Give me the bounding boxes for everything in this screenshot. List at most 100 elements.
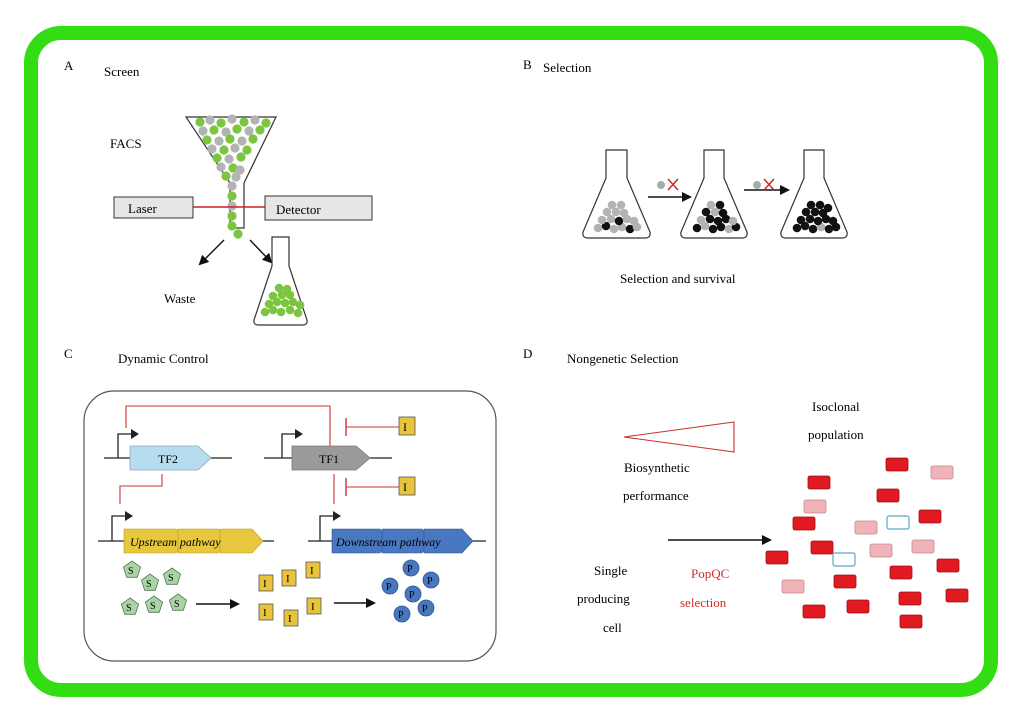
population-cell (803, 499, 827, 514)
population-cell (810, 540, 834, 555)
population-cell (854, 520, 878, 535)
cell (261, 118, 271, 128)
promoter-icon (281, 433, 296, 458)
cell (268, 291, 278, 301)
cell (207, 144, 217, 154)
cell (710, 207, 720, 217)
panel-a-letter: A (64, 58, 74, 73)
population-cell (936, 558, 960, 573)
cell (602, 207, 612, 217)
cell (237, 136, 247, 146)
panel-d-title: Nongenetic Selection (567, 351, 679, 366)
cell (288, 297, 298, 307)
cell (696, 215, 706, 225)
cell (227, 191, 237, 201)
product-icon (422, 571, 440, 589)
cell (607, 200, 617, 210)
substrate-label: S (174, 599, 180, 610)
cell (597, 215, 607, 225)
cell (713, 216, 723, 226)
cross-icon (763, 178, 775, 191)
intermediate-icon (305, 561, 321, 579)
product-label: P (386, 582, 392, 593)
biosynthetic-label-line2: performance (623, 488, 689, 503)
intermediate-label: I (288, 613, 292, 625)
cell (227, 201, 237, 211)
product-icon (417, 599, 435, 617)
cell (231, 172, 241, 182)
cell (228, 163, 238, 173)
cell (250, 115, 260, 125)
panel-c: C Dynamic Control I I TF2 TF1 (64, 346, 497, 662)
cell (728, 216, 738, 226)
cell (280, 298, 290, 308)
population-cell (833, 574, 857, 589)
cell (801, 207, 811, 217)
product-icon (402, 559, 420, 577)
flask-3 (780, 149, 848, 239)
inducer-box (398, 416, 416, 436)
population-cell (765, 550, 789, 565)
intermediate-icon (281, 569, 297, 587)
panel-c-letter: C (64, 346, 73, 361)
cell (277, 290, 287, 300)
intermediate-icon (258, 574, 274, 592)
cell (629, 216, 639, 226)
cell (708, 224, 718, 234)
intermediate-label: I (311, 601, 315, 613)
cell (242, 145, 252, 155)
selection-cells (593, 200, 841, 234)
substrate-icon (120, 597, 140, 615)
product-icon (381, 577, 399, 595)
panel-a-title: Screen (104, 64, 140, 79)
panel-a: A Screen FACS Laser Detector Waste (64, 58, 373, 326)
cell (227, 221, 237, 231)
population-cell (802, 604, 826, 619)
cell (593, 223, 603, 233)
promoter-icon (117, 433, 132, 458)
cell (706, 200, 716, 210)
intermediate-label: I (263, 607, 267, 619)
substrate-label: S (146, 579, 152, 590)
cell (232, 124, 242, 134)
product-label: P (409, 590, 415, 601)
intermediate-label: I (310, 565, 314, 577)
cell (823, 203, 833, 213)
cell (219, 145, 229, 155)
cell (293, 308, 303, 318)
cell (205, 115, 215, 125)
product-label: P (398, 610, 404, 621)
upstream-label: Upstream pathway (130, 535, 221, 549)
panel-d-letter: D (523, 346, 532, 361)
population-cell (918, 509, 942, 524)
cell (202, 135, 212, 145)
tf2-label: TF2 (158, 452, 178, 466)
cell (808, 224, 818, 234)
cell (212, 153, 222, 163)
cross-icon (667, 178, 679, 191)
intermediate-label: I (286, 573, 290, 585)
product-label: P (422, 604, 428, 615)
cell (285, 305, 295, 315)
intermediate-label: I (263, 578, 267, 590)
isoclonal-population (765, 457, 969, 629)
single-cell-label-line2: producing (577, 591, 630, 606)
cell (614, 216, 624, 226)
cell (248, 134, 258, 144)
tf1-gene (291, 445, 371, 471)
panel-d: D Nongenetic Selection Isoclonal populat… (523, 346, 969, 635)
cell (227, 181, 237, 191)
population-cell (807, 475, 831, 490)
cell (815, 200, 825, 210)
regulation-tf1-to-tf2 (125, 405, 331, 446)
tf2-gene (129, 445, 212, 471)
substrate-label: S (150, 601, 156, 612)
inducer-box (398, 476, 416, 496)
funnel-cells (195, 114, 271, 239)
cell (216, 162, 226, 172)
isoclonal-label-line1: Isoclonal (812, 399, 860, 414)
panel-b-letter: B (523, 57, 532, 72)
cell (718, 208, 728, 218)
promoter-arrow-icon (131, 429, 139, 439)
population-cell (898, 591, 922, 606)
